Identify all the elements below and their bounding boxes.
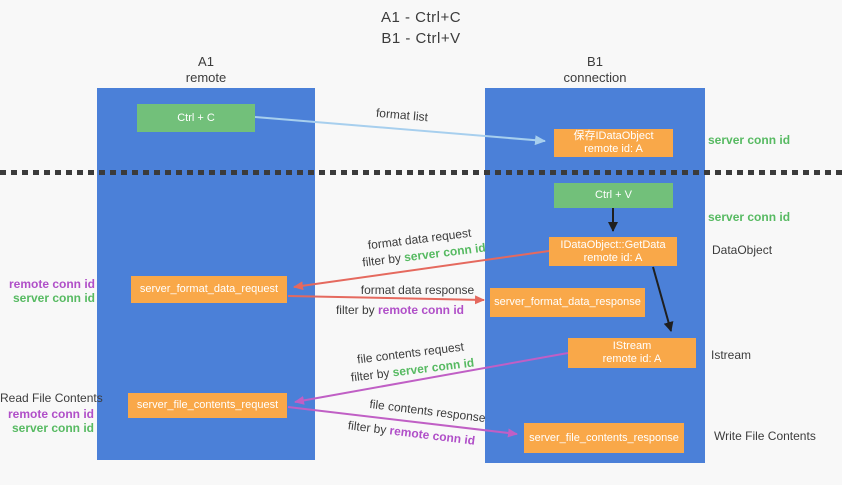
node-server-file-contents-response-label: server_file_contents_response	[529, 431, 679, 444]
node-server-file-contents-response: server_file_contents_response	[524, 423, 684, 453]
node-server-file-contents-request: server_file_contents_request	[128, 393, 287, 418]
node-istream-line1: IStream	[612, 340, 652, 352]
left-format-server-conn-id: server conn id	[12, 291, 95, 305]
diagram-title: A1 - Ctrl+C B1 - Ctrl+V	[0, 7, 842, 49]
label-format-data-response-filter: filter by remote conn id	[330, 303, 470, 317]
filter-by-text: filter by	[335, 303, 375, 317]
node-save-idataobject-line1: 保存IDataObject	[573, 130, 654, 142]
label-format-list: format list	[375, 105, 429, 125]
left-file-server-conn-id: server conn id	[11, 421, 94, 435]
title-line-1: A1 - Ctrl+C	[380, 9, 462, 26]
right-write-file-contents-label: Write File Contents	[714, 429, 816, 443]
left-format-remote-conn-id: remote conn id	[8, 277, 95, 291]
filter-by-text: filter by	[361, 250, 402, 270]
node-idataobject-getdata-line2: remote id: A	[583, 251, 643, 264]
column-header-a1: A1 remote	[97, 54, 315, 86]
right-server-conn-id-top: server conn id	[708, 133, 791, 147]
node-server-format-data-response-label: server_format_data_response	[494, 296, 641, 308]
node-ctrl-v-label: Ctrl + V	[595, 189, 632, 201]
right-dataobject-label: DataObject	[712, 243, 773, 257]
node-save-idataobject: 保存IDataObject remote id: A	[554, 129, 673, 157]
left-file-remote-conn-id: remote conn id	[7, 407, 94, 421]
column-a1-role: remote	[185, 70, 227, 85]
right-istream-label: Istream	[711, 348, 752, 362]
node-server-file-contents-request-label: server_file_contents_request	[136, 399, 279, 411]
node-istream-line2: remote id: A	[602, 353, 662, 365]
session-divider-line	[0, 170, 842, 175]
remote-conn-id-key: remote conn id	[388, 423, 476, 448]
node-ctrl-v: Ctrl + V	[554, 183, 673, 208]
remote-conn-id-key: remote conn id	[378, 303, 465, 317]
column-header-b1: B1 connection	[485, 54, 705, 86]
right-server-conn-id-mid: server conn id	[708, 210, 791, 224]
column-b1-role: connection	[563, 70, 627, 85]
node-idataobject-getdata-line1: IDataObject::GetData	[560, 238, 666, 251]
title-line-2: B1 - Ctrl+V	[381, 30, 461, 47]
node-save-idataobject-line2: remote id: A	[584, 143, 643, 155]
label-format-data-response: format data response	[360, 283, 475, 297]
left-read-file-contents-label: Read File Contents	[0, 391, 103, 405]
left-format-conn-ids: remote conn id server conn id	[0, 277, 95, 305]
left-file-conn-ids: remote conn id server conn id	[0, 407, 94, 435]
node-istream: IStream remote id: A	[568, 338, 696, 368]
column-b1-name: B1	[587, 54, 603, 69]
node-ctrl-c: Ctrl + C	[137, 104, 255, 132]
node-idataobject-getdata: IDataObject::GetData remote id: A	[549, 237, 677, 266]
column-a1-name: A1	[198, 54, 214, 69]
filter-by-text: filter by	[347, 418, 388, 437]
node-server-format-data-response: server_format_data_response	[490, 288, 645, 317]
node-server-format-data-request-label: server_format_data_request	[139, 283, 279, 295]
node-ctrl-c-label: Ctrl + C	[177, 111, 215, 124]
node-server-format-data-request: server_format_data_request	[131, 276, 287, 303]
filter-by-text: filter by	[350, 365, 391, 385]
